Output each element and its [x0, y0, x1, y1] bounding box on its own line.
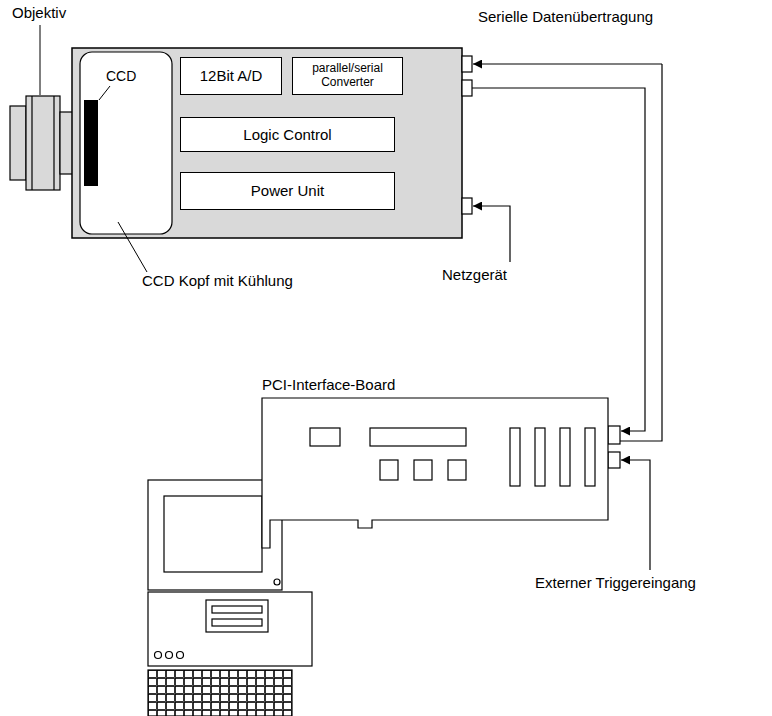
process-box: Power Unit: [180, 172, 395, 210]
part-label: PCI-Interface-Board: [260, 376, 397, 394]
part-label: Objektiv: [10, 4, 68, 22]
signal-label: Externer Triggereingang: [533, 574, 698, 592]
box-label: parallel/serial Converter: [293, 62, 402, 90]
box-label: Logic Control: [243, 126, 331, 143]
box-label: 12Bit A/D: [200, 67, 263, 84]
objective-lens: [10, 96, 74, 190]
pci-board: [262, 398, 608, 548]
leader-line: [118, 222, 147, 272]
leader-line: [99, 86, 110, 100]
trigger-line: [621, 460, 650, 570]
process-box: parallel/serial Converter: [292, 57, 403, 95]
process-box: 12Bit A/D: [180, 57, 282, 95]
box-label: Power Unit: [251, 182, 324, 199]
ccd-head: [80, 52, 172, 234]
part-label: Netzgerät: [440, 266, 509, 284]
process-box: Logic Control: [180, 117, 395, 152]
part-label: CCD: [104, 68, 138, 85]
part-label: CCD Kopf mit Kühlung: [140, 272, 295, 290]
serial-data-lines: [472, 64, 662, 441]
ccd-sensor: [84, 100, 98, 186]
signal-label: Serielle Datenübertragung: [476, 8, 655, 26]
camera-housing: [72, 48, 462, 238]
power-line: [473, 206, 510, 262]
leader-line: [40, 25, 41, 95]
